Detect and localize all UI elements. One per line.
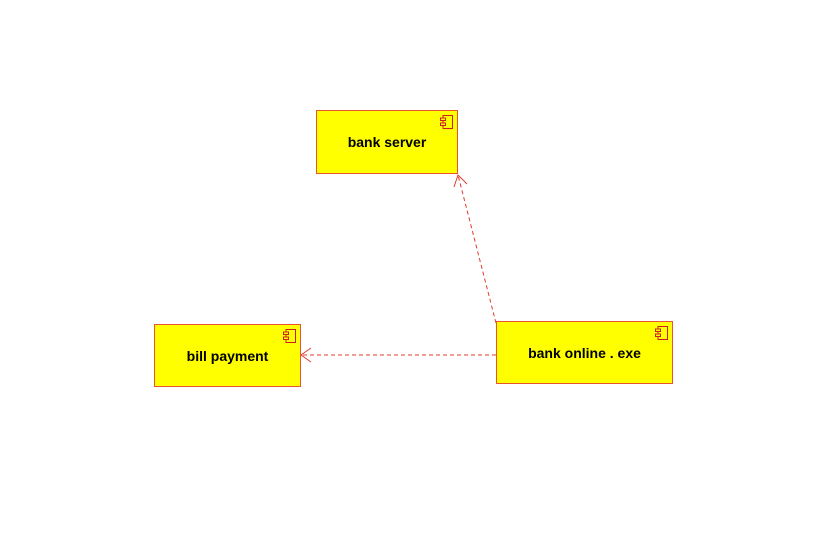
arrowhead-icon	[300, 347, 312, 363]
dependency-line	[457, 174, 497, 324]
arrowhead-icon	[453, 174, 468, 188]
component-icon	[283, 329, 296, 343]
component-bill-payment[interactable]: bill payment	[154, 324, 301, 387]
component-bank-server[interactable]: bank server	[316, 110, 458, 174]
component-icon	[655, 326, 668, 340]
component-icon	[440, 115, 453, 129]
dependency-bank-online-to-bank-server[interactable]	[453, 174, 497, 324]
component-bank-online-exe[interactable]: bank online . exe	[496, 321, 673, 384]
component-label: bank online . exe	[528, 344, 641, 361]
component-label: bill payment	[186, 347, 269, 364]
dependency-bank-online-to-bill-payment[interactable]	[300, 347, 496, 363]
component-label: bank server	[347, 134, 427, 150]
